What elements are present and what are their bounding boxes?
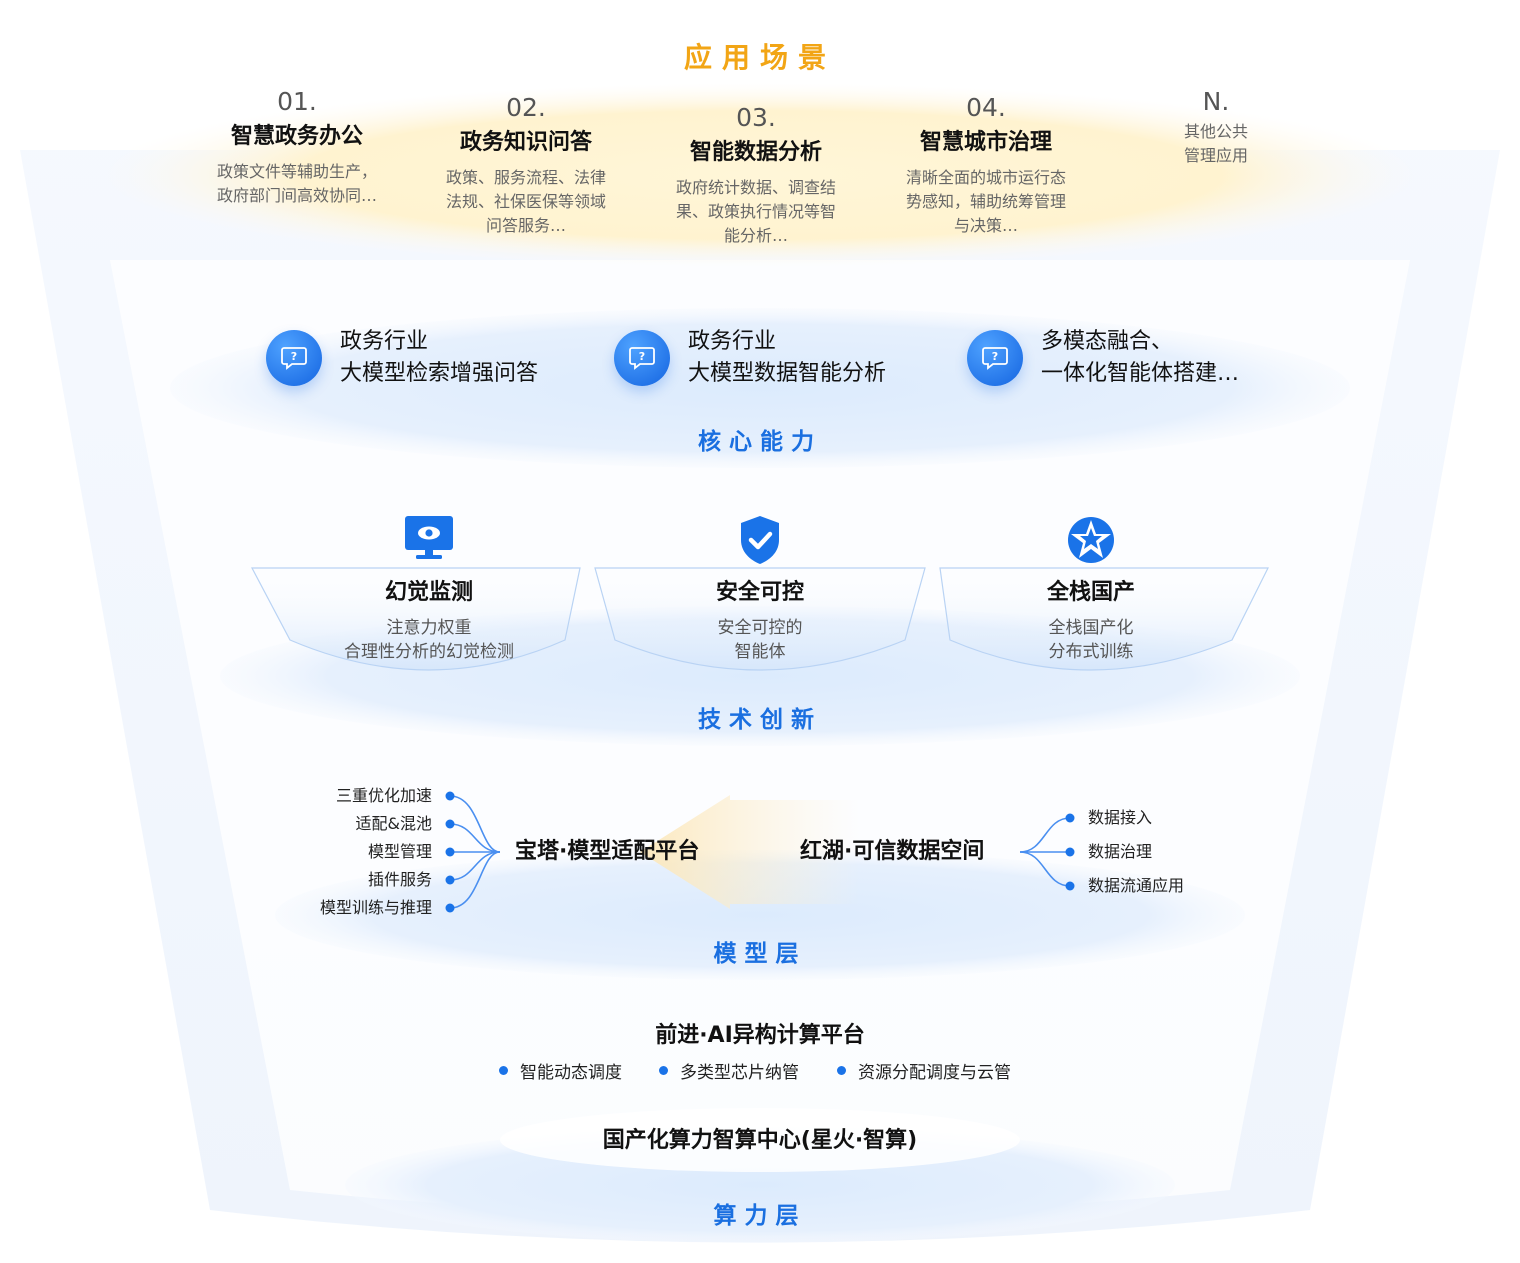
compute-bullet: 多类型芯片纳管 bbox=[659, 1058, 799, 1083]
star-emblem-icon bbox=[1066, 515, 1116, 569]
model-left-item: 三重优化加速 bbox=[335, 786, 432, 805]
tech-title: 幻觉监测 bbox=[384, 580, 473, 605]
scene-num: 01. bbox=[277, 87, 317, 116]
chat-question-icon: ? bbox=[266, 330, 322, 386]
model-left-item: 模型训练与推理 bbox=[319, 898, 432, 917]
tech-item-2: 安全可控 安全可控的 智能体 bbox=[595, 578, 925, 664]
scene-title: 智慧城市治理 bbox=[919, 130, 1052, 155]
model-right-platform: 红湖·可信数据空间 bbox=[800, 839, 985, 864]
tech-item-1: 幻觉监测 注意力权重 合理性分析的幻觉检测 bbox=[264, 578, 594, 664]
tech-desc: 安全可控的 智能体 bbox=[717, 618, 803, 662]
model-right-item: 数据治理 bbox=[1088, 842, 1153, 861]
bullet-dot-icon bbox=[837, 1066, 846, 1075]
core-item-1: ? 政务行业 大模型检索增强问答 bbox=[266, 326, 538, 390]
scene-desc: 政策文件等辅助生产， 政府部门间高效协同… bbox=[216, 162, 377, 205]
chat-question-icon: ? bbox=[614, 330, 670, 386]
scene-title: 政务知识问答 bbox=[459, 130, 592, 155]
scene-title: 智慧政务办公 bbox=[230, 124, 363, 149]
tech-desc: 注意力权重 合理性分析的幻觉检测 bbox=[344, 618, 514, 662]
scenes-title: 应用场景 bbox=[683, 41, 836, 74]
scene-01: 01. 智慧政务办公 政策文件等辅助生产， 政府部门间高效协同… bbox=[182, 86, 412, 208]
tech-item-3: 全栈国产 全栈国产化 分布式训练 bbox=[926, 578, 1256, 664]
tech-title: 全栈国产 bbox=[1046, 580, 1135, 605]
svg-text:?: ? bbox=[992, 350, 998, 363]
core-title: 核心能力 bbox=[698, 429, 822, 455]
scene-desc: 其他公共 管理应用 bbox=[1183, 122, 1248, 165]
scene-desc: 政策、服务流程、法律 法规、社保医保等领域 问答服务… bbox=[445, 168, 606, 235]
scene-num: N. bbox=[1202, 87, 1230, 116]
scene-03: 03. 智能数据分析 政府统计数据、调查结 果、政策执行情况等智 能分析… bbox=[641, 102, 871, 248]
model-left-platform: 宝塔·模型适配平台 bbox=[515, 839, 700, 864]
scene-02: 02. 政务知识问答 政策、服务流程、法律 法规、社保医保等领域 问答服务… bbox=[411, 92, 641, 238]
model-left-item: 模型管理 bbox=[367, 842, 432, 861]
monitor-eye-icon bbox=[404, 515, 454, 565]
bullet-dot-icon bbox=[659, 1066, 668, 1075]
scene-title: 智能数据分析 bbox=[689, 140, 822, 165]
compute-platform: 前进·AI异构计算平台 bbox=[655, 1023, 865, 1048]
core-text: 政务行业 大模型检索增强问答 bbox=[340, 329, 539, 386]
core-item-2: ? 政务行业 大模型数据智能分析 bbox=[614, 326, 886, 390]
scene-n: N. 其他公共 管理应用 bbox=[1101, 86, 1331, 168]
svg-text:?: ? bbox=[291, 350, 297, 363]
compute-title: 算力层 bbox=[713, 1203, 807, 1229]
shield-check-icon bbox=[738, 514, 782, 570]
scene-desc: 清晰全面的城市运行态 势感知，辅助统筹管理 与决策… bbox=[905, 168, 1066, 235]
model-title: 模型层 bbox=[713, 941, 807, 967]
model-left-item: 适配&混池 bbox=[355, 814, 432, 833]
chat-question-icon: ? bbox=[967, 330, 1023, 386]
scene-04: 04. 智慧城市治理 清晰全面的城市运行态 势感知，辅助统筹管理 与决策… bbox=[871, 92, 1101, 238]
model-right-item: 数据接入 bbox=[1088, 808, 1153, 827]
scene-num: 02. bbox=[506, 93, 546, 122]
svg-text:?: ? bbox=[639, 350, 645, 363]
tech-title: 安全可控 bbox=[715, 580, 804, 605]
scene-desc: 政府统计数据、调查结 果、政策执行情况等智 能分析… bbox=[675, 178, 836, 245]
model-left-item: 插件服务 bbox=[367, 870, 432, 889]
compute-bullet: 资源分配调度与云管 bbox=[837, 1058, 1011, 1083]
core-text: 多模态融合、 一体化智能体搭建… bbox=[1041, 329, 1240, 386]
core-text: 政务行业 大模型数据智能分析 bbox=[688, 329, 887, 386]
scene-num: 03. bbox=[736, 103, 776, 132]
model-right-item: 数据流通应用 bbox=[1088, 876, 1185, 895]
tech-title-main: 技术创新 bbox=[698, 707, 822, 733]
core-item-3: ? 多模态融合、 一体化智能体搭建… bbox=[967, 326, 1239, 390]
tech-desc: 全栈国产化 分布式训练 bbox=[1048, 618, 1134, 662]
compute-bullet: 智能动态调度 bbox=[499, 1058, 622, 1083]
scene-num: 04. bbox=[966, 93, 1006, 122]
compute-center: 国产化算力智算中心(星火·智算) bbox=[602, 1128, 918, 1153]
bullet-dot-icon bbox=[499, 1066, 508, 1075]
